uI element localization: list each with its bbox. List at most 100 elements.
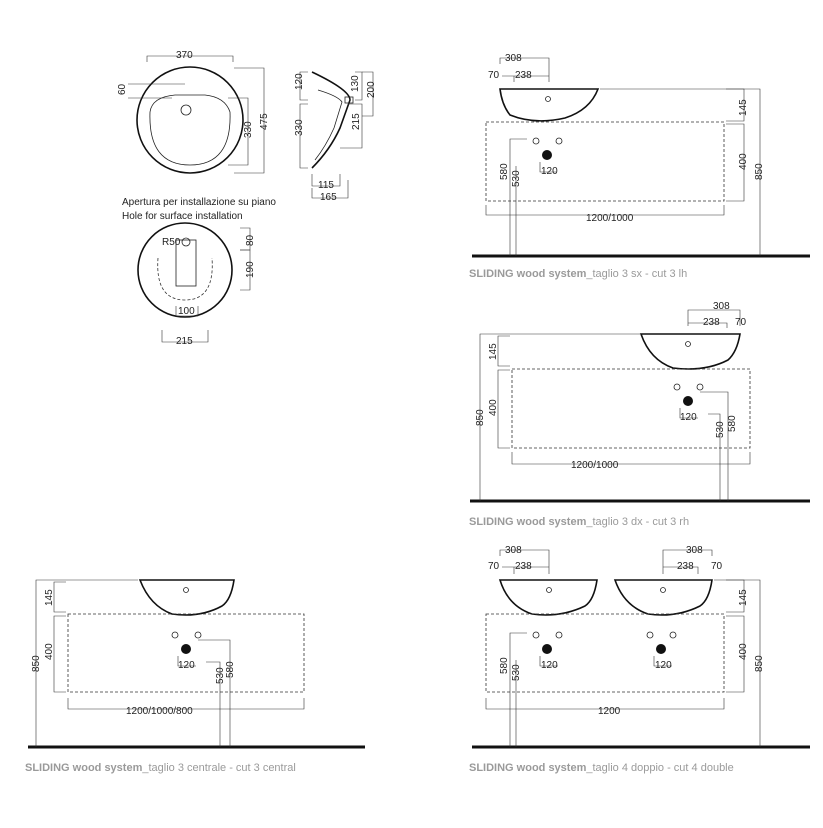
dim-label-lh-238: 238	[515, 70, 532, 81]
dim-line-370	[146, 55, 234, 62]
double-left-supply-right	[555, 631, 563, 639]
installation-r50-marker	[181, 237, 191, 247]
central-waste-outlet	[181, 644, 191, 654]
dim-label-100: 100	[178, 306, 195, 317]
dim-line-central-145	[53, 581, 66, 613]
dim-label-double-145: 145	[738, 589, 749, 606]
dim-label-rh-238: 238	[703, 317, 720, 328]
dim-line-lh-850	[600, 88, 761, 256]
dim-line-rh-850	[479, 333, 640, 501]
lh-supply-right	[555, 137, 563, 145]
lh-caption-bold: SLIDING wood system	[469, 268, 587, 280]
dim-line-double-238-right	[663, 566, 699, 574]
rh-supply-right	[696, 383, 704, 391]
dim-label-central-400: 400	[44, 643, 55, 660]
dim-line-130	[355, 71, 363, 101]
rh-caption-rest: _taglio 3 dx - cut 3 rh	[585, 516, 689, 528]
central-supply-left	[171, 631, 179, 639]
section-outline-outer	[311, 71, 351, 169]
central-caption: SLIDING wood system_taglio 3 centrale - …	[25, 762, 296, 774]
dim-label-lh-width: 1200/1000	[586, 213, 634, 224]
dim-label-double-850: 850	[754, 655, 765, 672]
install-note-italian: Apertura per installazione su piano	[122, 197, 276, 208]
double-right-supply-right	[669, 631, 677, 639]
dim-line-lh-580-530	[509, 138, 527, 256]
installation-hole-view: Apertura per installazione su piano Hole…	[122, 197, 276, 347]
dim-line-double-width	[485, 698, 725, 710]
side-section-view: 120 330 130 200 215 115 165	[294, 71, 377, 203]
rh-caption: SLIDING wood system_taglio 3 dx - cut 3 …	[469, 516, 689, 528]
lh-caption: SLIDING wood system_taglio 3 sx - cut 3 …	[469, 268, 687, 280]
dim-label-double-308-right: 308	[686, 545, 703, 556]
double-basin-left	[498, 579, 598, 616]
dim-label-215-install: 215	[176, 336, 193, 347]
dim-label-165: 165	[320, 192, 337, 203]
dim-label-lh-145: 145	[738, 99, 749, 116]
dim-label-r50: R50	[162, 237, 181, 248]
dim-line-lh-width	[485, 205, 725, 216]
dim-line-215-section	[340, 103, 363, 149]
basin-outline-outer	[136, 66, 244, 174]
double-cabinet-outline	[485, 613, 725, 693]
cut-4-double-view: 120 120 308 70 238 308 238 70 145 400 85…	[469, 545, 810, 774]
install-note-english: Hole for surface installation	[122, 211, 243, 222]
dim-label-80: 80	[245, 234, 256, 246]
double-caption: SLIDING wood system_taglio 4 doppio - cu…	[469, 762, 734, 774]
dim-line-central-530-580	[198, 639, 231, 747]
dim-line-central-width	[67, 698, 305, 710]
lh-basin-drain	[545, 96, 551, 102]
central-caption-bold: SLIDING wood system	[25, 762, 143, 774]
lh-caption-rest: _taglio 3 sx - cut 3 lh	[585, 268, 687, 280]
dim-line-rh-530-580	[700, 391, 729, 501]
dim-label-215-section: 215	[351, 113, 362, 130]
cut-3-rh-view: 120 308 238 70 850 145 400 530 580 1200/…	[469, 301, 810, 528]
dim-line-rh-238	[688, 322, 728, 328]
dim-line-double-580-530	[509, 632, 527, 747]
double-basin-right	[613, 579, 713, 616]
dim-label-central-530: 530	[215, 667, 226, 684]
dim-label-rh-850: 850	[475, 409, 486, 426]
dim-line-double-238-left	[502, 566, 549, 574]
double-caption-bold: SLIDING wood system	[469, 762, 587, 774]
rh-supply-left	[673, 383, 681, 391]
cut-3-lh-view: 120 308 70 238 145 400 850 580 530 1200/…	[469, 53, 810, 280]
dim-label-rh-530: 530	[715, 421, 726, 438]
dim-label-370: 370	[176, 50, 193, 61]
dim-label-475: 475	[259, 113, 270, 130]
dim-label-rh-70: 70	[735, 317, 747, 328]
dim-line-lh-120	[539, 162, 556, 173]
dim-label-central-width: 1200/1000/800	[126, 706, 193, 717]
dim-line-200	[362, 71, 374, 117]
double-right-waste-outlet	[656, 644, 666, 654]
lh-supply-left	[532, 137, 540, 145]
dim-line-lh-308	[499, 57, 550, 82]
dim-label-115: 115	[318, 180, 334, 191]
lh-waste-outlet	[542, 150, 552, 160]
rh-caption-bold: SLIDING wood system	[469, 516, 587, 528]
lh-cabinet-outline	[485, 121, 725, 202]
dim-label-double-530: 530	[511, 664, 522, 681]
dim-line-double-120-right	[653, 656, 672, 667]
double-right-supply-left	[646, 631, 654, 639]
dim-label-lh-120: 120	[541, 166, 558, 177]
dim-line-central-850	[35, 579, 138, 747]
dim-label-rh-width: 1200/1000	[571, 460, 619, 471]
dim-line-rh-308	[687, 309, 741, 326]
dim-label-330-section: 330	[294, 119, 305, 136]
dim-label-double-120-left: 120	[541, 660, 558, 671]
dim-label-central-580: 580	[225, 661, 236, 678]
dim-line-60	[128, 83, 185, 99]
dim-label-central-850: 850	[31, 655, 42, 672]
section-outline-inner	[314, 89, 343, 161]
dim-label-lh-70: 70	[488, 70, 500, 81]
dim-label-central-145: 145	[44, 589, 55, 606]
dim-line-120-section	[299, 71, 308, 101]
rh-basin-drain	[685, 341, 691, 347]
dim-label-120-section: 120	[294, 73, 305, 90]
rh-cabinet-outline	[511, 368, 751, 449]
section-drain	[344, 96, 354, 104]
dim-label-rh-120: 120	[680, 412, 697, 423]
dim-line-215-install	[161, 330, 209, 343]
double-left-supply-left	[532, 631, 540, 639]
installation-dashed-outline	[157, 257, 213, 301]
